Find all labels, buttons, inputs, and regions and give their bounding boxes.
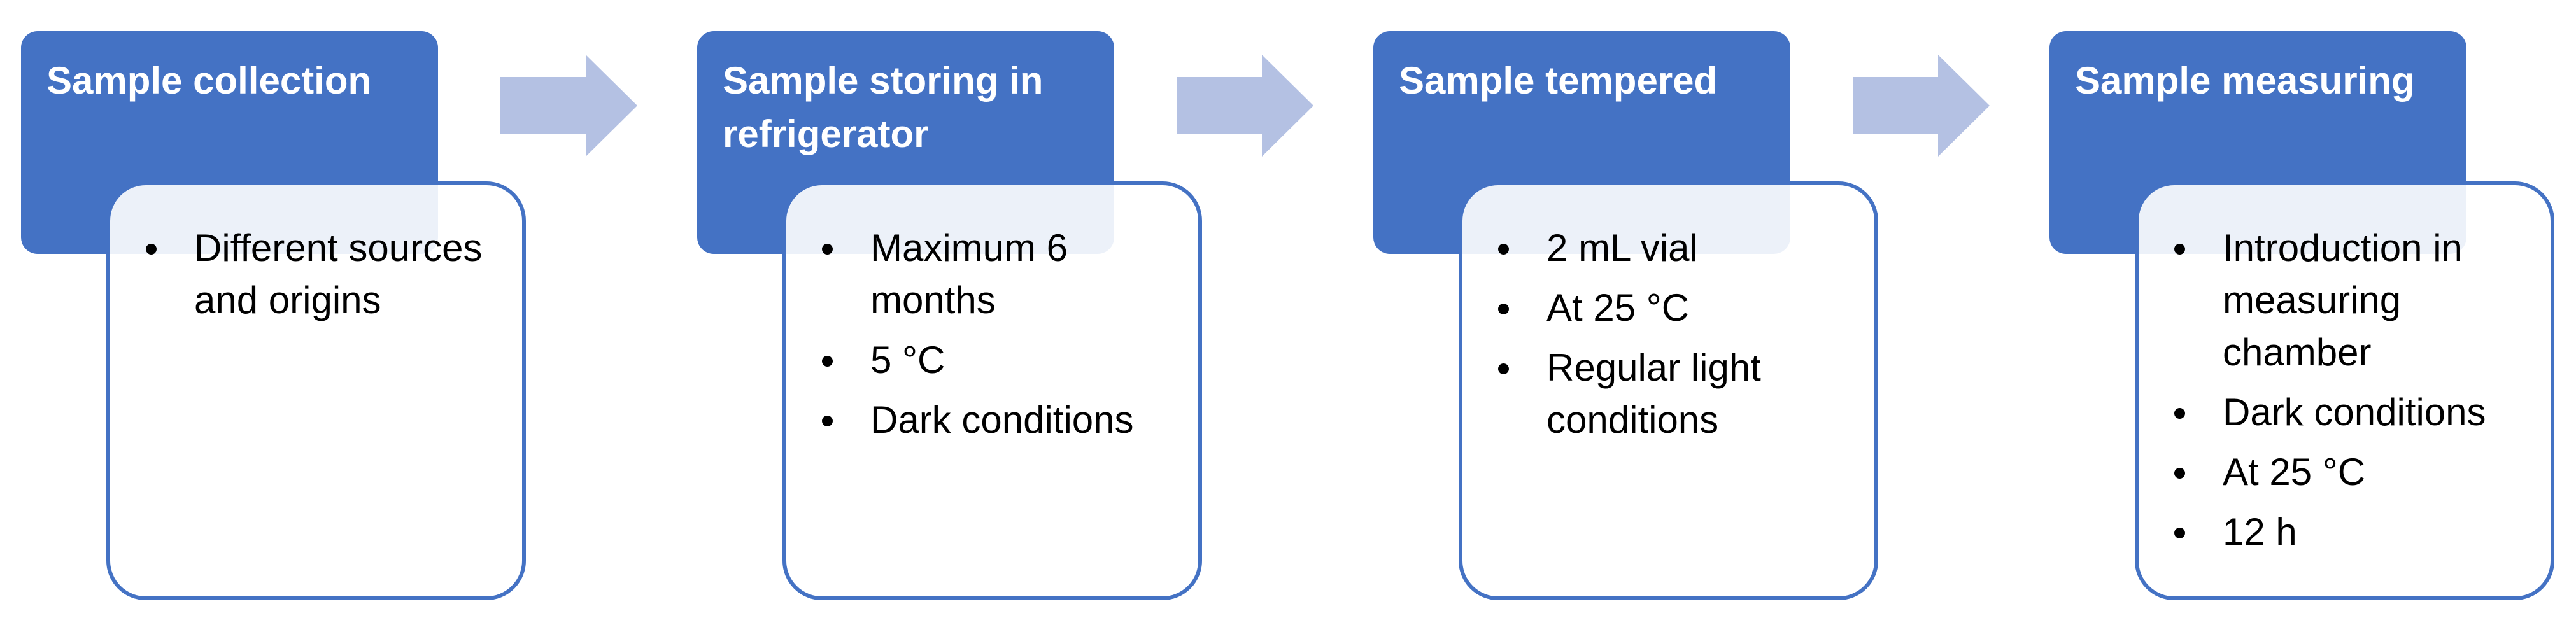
bullet-icon: [2174, 468, 2185, 479]
step-2-item-1: Maximum 6 months: [819, 222, 1185, 327]
step-4-item-1-text: Introduction in measuring chamber: [2223, 227, 2463, 374]
bullet-icon: [2174, 528, 2185, 538]
step-4-item-3: At 25 °C: [2172, 446, 2538, 498]
bullet-icon: [1498, 244, 1509, 255]
step-3-list: 2 mL vial At 25 °C Regular light conditi…: [1496, 222, 1862, 454]
step-1-details: Different sources and origins: [106, 181, 526, 600]
step-3-details: 2 mL vial At 25 °C Regular light conditi…: [1459, 181, 1878, 600]
bullet-icon: [2174, 408, 2185, 419]
bullet-icon: [1498, 304, 1509, 314]
step-2-list: Maximum 6 months 5 °C Dark conditions: [819, 222, 1185, 454]
step-4-item-2: Dark conditions: [2172, 386, 2538, 439]
step-2-item-2: 5 °C: [819, 334, 1185, 386]
arrow-right-icon: [500, 55, 637, 157]
arrow-right-icon: [1177, 55, 1313, 157]
bullet-icon: [1498, 363, 1509, 374]
step-4-details: Introduction in measuring chamber Dark c…: [2135, 181, 2554, 600]
step-1-title: Sample collection: [46, 59, 372, 102]
step-3-item-2-text: At 25 °C: [1546, 286, 1690, 329]
step-2-details: Maximum 6 months 5 °C Dark conditions: [782, 181, 1202, 600]
step-2-item-2-text: 5 °C: [870, 339, 945, 381]
step-2-item-1-text: Maximum 6 months: [870, 227, 1068, 321]
step-3-item-2: At 25 °C: [1496, 282, 1862, 334]
step-3-title: Sample tempered: [1399, 59, 1718, 102]
step-2-item-3: Dark conditions: [819, 394, 1185, 446]
step-4-item-4: 12 h: [2172, 506, 2538, 558]
step-4-title: Sample measuring: [2075, 59, 2415, 102]
arrow-right-icon: [1853, 55, 1990, 157]
step-2-title: Sample storing in refrigerator: [723, 59, 1044, 155]
step-4-item-1: Introduction in measuring chamber: [2172, 222, 2538, 379]
bullet-icon: [822, 356, 833, 367]
step-1-list: Different sources and origins: [143, 222, 509, 334]
step-3-item-1: 2 mL vial: [1496, 222, 1862, 274]
bullet-icon: [146, 244, 157, 255]
bullet-icon: [2174, 244, 2185, 255]
step-4-item-3-text: At 25 °C: [2223, 451, 2366, 493]
step-1-item-1: Different sources and origins: [143, 222, 509, 327]
step-3-item-3-text: Regular light conditions: [1546, 346, 1761, 441]
step-3-item-3: Regular light conditions: [1496, 342, 1862, 446]
step-4-item-4-text: 12 h: [2223, 510, 2297, 553]
bullet-icon: [822, 416, 833, 426]
step-2-item-3-text: Dark conditions: [870, 398, 1134, 441]
step-4-item-2-text: Dark conditions: [2223, 391, 2486, 433]
step-4-list: Introduction in measuring chamber Dark c…: [2172, 222, 2538, 566]
bullet-icon: [822, 244, 833, 255]
step-1-item-1-text: Different sources and origins: [194, 227, 483, 321]
step-3-item-1-text: 2 mL vial: [1546, 227, 1698, 269]
